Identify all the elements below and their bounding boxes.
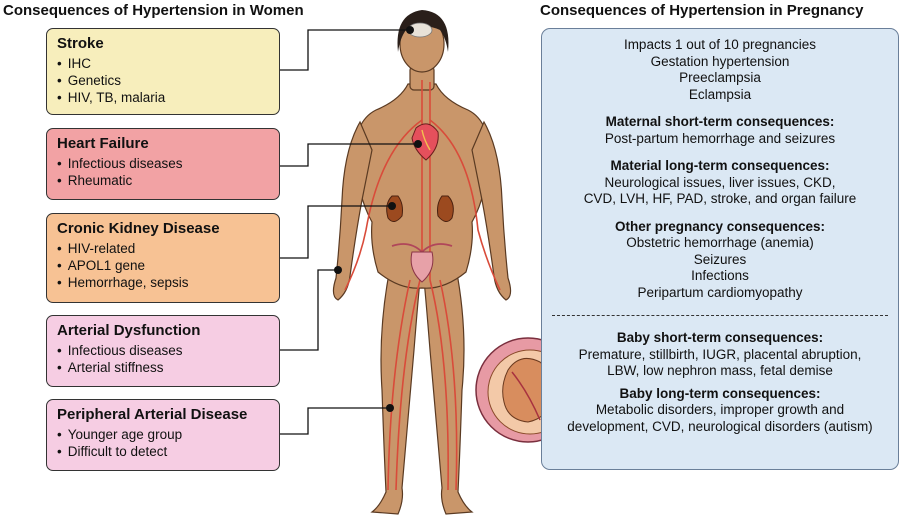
condition-title: Arterial Dysfunction xyxy=(57,322,201,339)
condition-box-arterial-dysfunction: Arterial Dysfunction Infectious diseases… xyxy=(46,315,280,387)
condition-bullet: Younger age group xyxy=(57,426,269,443)
condition-bullet: Genetics xyxy=(57,72,269,89)
kidney-icon xyxy=(386,195,454,222)
condition-bullet: Rheumatic xyxy=(57,172,269,189)
condition-title: Heart Failure xyxy=(57,135,149,152)
condition-bullet: Infectious diseases xyxy=(57,155,269,172)
connector-dots xyxy=(334,26,422,412)
human-figure xyxy=(332,15,512,515)
other-line: Seizures xyxy=(693,251,747,267)
right-heading: Consequences of Hypertension in Pregnanc… xyxy=(540,2,864,19)
other-line: Obstetric hemorrhage (anemia) xyxy=(626,235,814,250)
condition-bullets: Infectious diseases Rheumatic xyxy=(57,155,269,189)
maternal-short-line: Post-partum hemorrhage and seizures xyxy=(604,130,836,146)
condition-bullets: IHC Genetics HIV, TB, malaria xyxy=(57,55,269,106)
condition-title: Peripheral Arterial Disease xyxy=(57,406,248,423)
connector-lines xyxy=(280,29,418,435)
other-line: Peripartum cardiomyopathy xyxy=(637,284,803,300)
intro-line: Preeclampsia xyxy=(679,70,761,85)
condition-bullets: HIV-related APOL1 gene Hemorrhage, sepsi… xyxy=(57,240,269,291)
left-heading: Consequences of Hypertension in Women xyxy=(3,2,304,19)
brain-icon xyxy=(407,22,433,38)
condition-bullets: Infectious diseases Arterial stiffness xyxy=(57,342,269,376)
condition-bullet: APOL1 gene xyxy=(57,257,269,274)
baby-long-line: development, CVD, neurological disorders… xyxy=(567,418,873,434)
condition-bullet: Infectious diseases xyxy=(57,342,269,359)
vessel-network xyxy=(344,80,501,491)
intro-line: Impacts 1 out of 10 pregnancies xyxy=(623,37,817,52)
dashed-divider xyxy=(552,315,888,316)
pregnancy-panel: Impacts 1 out of 10 pregnancies Gestatio… xyxy=(541,28,899,470)
other-line: Infections xyxy=(691,268,749,283)
baby-long-line: Metabolic disorders, improper growth and xyxy=(595,402,845,417)
baby-long-heading: Baby long-term consequences: xyxy=(619,385,821,401)
maternal-long-heading: Material long-term consequences: xyxy=(610,158,830,173)
condition-title: Stroke xyxy=(57,35,104,52)
condition-bullet: Arterial stiffness xyxy=(57,359,269,376)
condition-bullet: Difficult to detect xyxy=(57,443,269,460)
condition-bullet: HIV, TB, malaria xyxy=(57,89,269,106)
intro-line: Eclampsia xyxy=(688,86,752,102)
heart-icon xyxy=(411,123,439,161)
condition-box-peripheral-arterial-disease: Peripheral Arterial Disease Younger age … xyxy=(46,399,280,471)
condition-box-heart-failure: Heart Failure Infectious diseases Rheuma… xyxy=(46,128,280,200)
other-heading: Other pregnancy consequences: xyxy=(614,218,826,234)
baby-short-line: Premature, stillbirth, IUGR, placental a… xyxy=(578,346,862,362)
baby-short-heading: Baby short-term consequences: xyxy=(616,330,824,345)
condition-bullet: HIV-related xyxy=(57,240,269,257)
hair-shape xyxy=(397,10,449,52)
condition-title: Cronic Kidney Disease xyxy=(57,220,220,237)
condition-box-stroke: Stroke IHC Genetics HIV, TB, malaria xyxy=(46,28,280,115)
maternal-long-line: Neurological issues, liver issues, CKD, xyxy=(604,174,836,190)
maternal-short-heading: Maternal short-term consequences: xyxy=(605,114,835,129)
condition-bullet: IHC xyxy=(57,55,269,72)
uterus-icon xyxy=(391,243,453,283)
condition-box-kidney-disease: Cronic Kidney Disease HIV-related APOL1 … xyxy=(46,213,280,303)
maternal-long-line: CVD, LVH, HF, PAD, stroke, and organ fai… xyxy=(583,191,857,206)
condition-bullet: Hemorrhage, sepsis xyxy=(57,274,269,291)
baby-short-line: LBW, low nephron mass, fetal demise xyxy=(607,363,833,378)
intro-line: Gestation hypertension xyxy=(650,53,790,69)
condition-bullets: Younger age group Difficult to detect xyxy=(57,426,269,460)
